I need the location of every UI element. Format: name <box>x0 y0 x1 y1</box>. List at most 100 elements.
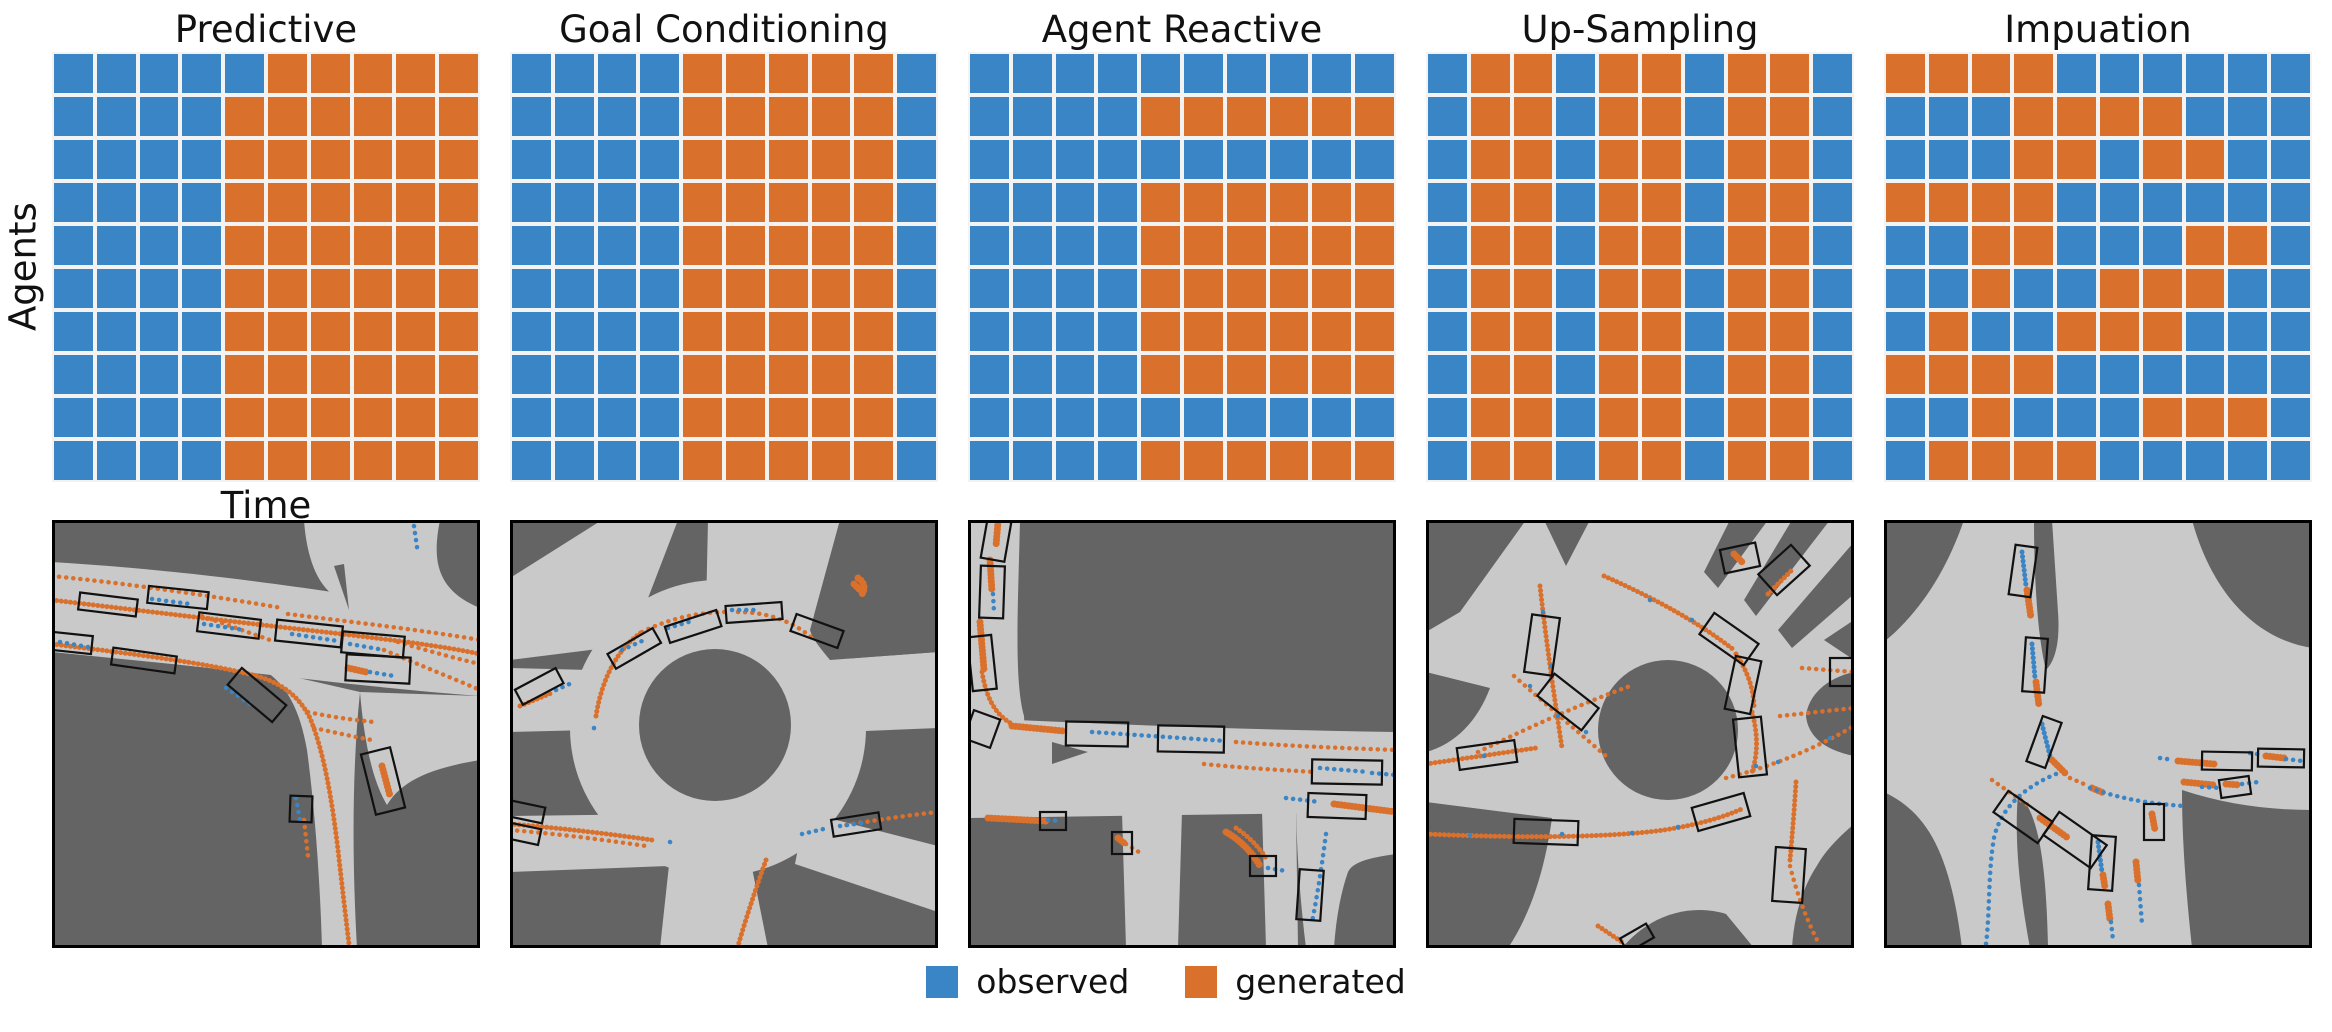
mask-cell-observed <box>1012 355 1052 394</box>
mask-cell-observed <box>139 398 179 437</box>
y-axis-label: Agents <box>1 202 45 332</box>
panel-title: Up-Sampling <box>1521 8 1759 51</box>
mask-cell-observed <box>2271 226 2310 265</box>
legend-item-observed: observed <box>926 962 1129 1001</box>
mask-grid <box>510 52 938 482</box>
mask-cell-generated <box>1141 441 1180 480</box>
mask-cell-generated <box>725 398 765 437</box>
mask-cell-observed <box>1012 97 1052 136</box>
mask-cell-observed <box>2228 355 2268 394</box>
legend-label: generated <box>1235 962 1406 1001</box>
panel-title: Predictive <box>174 8 358 51</box>
mask-cell-observed <box>1684 97 1724 136</box>
mask-cell-observed <box>2185 183 2225 222</box>
mask-cell-generated <box>1770 398 1810 437</box>
mask-cell-generated <box>1269 312 1309 351</box>
mask-cell-generated <box>267 226 307 265</box>
mask-cell-observed <box>1355 54 1394 93</box>
road-scene-svg <box>510 520 938 948</box>
observed-trajectories <box>1983 549 2305 947</box>
mask-cell-observed <box>1886 97 1925 136</box>
mask-cell-generated <box>683 140 722 179</box>
mask-cell-generated <box>225 441 264 480</box>
mask-cell-generated <box>396 97 436 136</box>
mask-cell-generated <box>1599 97 1638 136</box>
mask-cell-generated <box>439 226 478 265</box>
mask-cell-generated <box>353 183 393 222</box>
offroad-areas <box>1426 520 1854 948</box>
mask-cell-generated <box>1886 183 1925 222</box>
mask-cell-observed <box>2271 441 2310 480</box>
observed-trajectories <box>990 591 1396 925</box>
mask-cell-generated <box>854 312 894 351</box>
mask-cell-observed <box>597 398 637 437</box>
mask-cell-generated <box>1269 183 1309 222</box>
mask-cell-observed <box>139 441 179 480</box>
mask-cell-generated <box>1641 269 1681 308</box>
mask-cell-observed <box>1428 226 1467 265</box>
mask-cell-observed <box>640 355 680 394</box>
mask-cell-generated <box>1141 183 1180 222</box>
mask-cell-generated <box>725 226 765 265</box>
mask-cell-observed <box>597 54 637 93</box>
mask-cell-observed <box>1428 97 1467 136</box>
mask-cell-generated <box>2142 398 2182 437</box>
mask-cell-generated <box>1641 183 1681 222</box>
panel-title: Agent Reactive <box>1041 8 1323 51</box>
mask-cell-observed <box>182 441 222 480</box>
mask-cell-generated <box>768 183 808 222</box>
mask-cell-observed <box>1226 140 1266 179</box>
panel-goal-conditioning: Goal Conditioning <box>510 0 938 482</box>
mask-cell-generated <box>353 140 393 179</box>
mask-cell-generated <box>811 269 851 308</box>
scene-up-sampling <box>1426 520 1854 948</box>
mask-cell-observed <box>139 312 179 351</box>
mask-cell-generated <box>2057 97 2096 136</box>
mask-cell-generated <box>1470 54 1510 93</box>
mask-cell-generated <box>768 226 808 265</box>
mask-cell-observed <box>2185 54 2225 93</box>
mask-cell-observed <box>1556 140 1596 179</box>
mask-cell-generated <box>683 54 722 93</box>
mask-cell-observed <box>512 97 551 136</box>
mask-cell-generated <box>854 269 894 308</box>
mask-cell-observed <box>1098 355 1138 394</box>
mask-cell-observed <box>554 355 594 394</box>
mask-cell-observed <box>54 269 93 308</box>
mask-cell-observed <box>640 226 680 265</box>
mask-cell-observed <box>54 398 93 437</box>
mask-cell-generated <box>1770 140 1810 179</box>
mask-cell-observed <box>139 269 179 308</box>
mask-cell-observed <box>54 441 93 480</box>
mask-cell-observed <box>1012 398 1052 437</box>
mask-cell-generated <box>1513 441 1553 480</box>
mask-cell-generated <box>854 140 894 179</box>
mask-cell-observed <box>1428 140 1467 179</box>
mask-cell-generated <box>811 398 851 437</box>
mask-cell-observed <box>2057 183 2096 222</box>
mask-cell-generated <box>1312 269 1352 308</box>
mask-cell-observed <box>1813 398 1852 437</box>
mask-cell-observed <box>1813 441 1852 480</box>
mask-cell-generated <box>1355 97 1394 136</box>
mask-cell-observed <box>1428 441 1467 480</box>
mask-cell-generated <box>396 398 436 437</box>
mask-cell-observed <box>2099 140 2139 179</box>
mask-cell-observed <box>897 398 936 437</box>
mask-cell-generated <box>267 398 307 437</box>
mask-cell-generated <box>2185 269 2225 308</box>
panel-predictive: Predictive <box>52 0 480 482</box>
mask-cell-generated <box>2228 226 2268 265</box>
mask-cell-generated <box>439 355 478 394</box>
mask-cell-observed <box>2271 355 2310 394</box>
mask-cell-generated <box>1599 183 1638 222</box>
observed-trajectories <box>1467 597 1835 839</box>
mask-cell-observed <box>2099 183 2139 222</box>
mask-cell-observed <box>2057 398 2096 437</box>
mask-cell-generated <box>1727 398 1767 437</box>
mask-cell-generated <box>1770 183 1810 222</box>
mask-cell-observed <box>1183 54 1223 93</box>
mask-cell-observed <box>640 183 680 222</box>
mask-cell-generated <box>1513 140 1553 179</box>
mask-cell-generated <box>2142 97 2182 136</box>
